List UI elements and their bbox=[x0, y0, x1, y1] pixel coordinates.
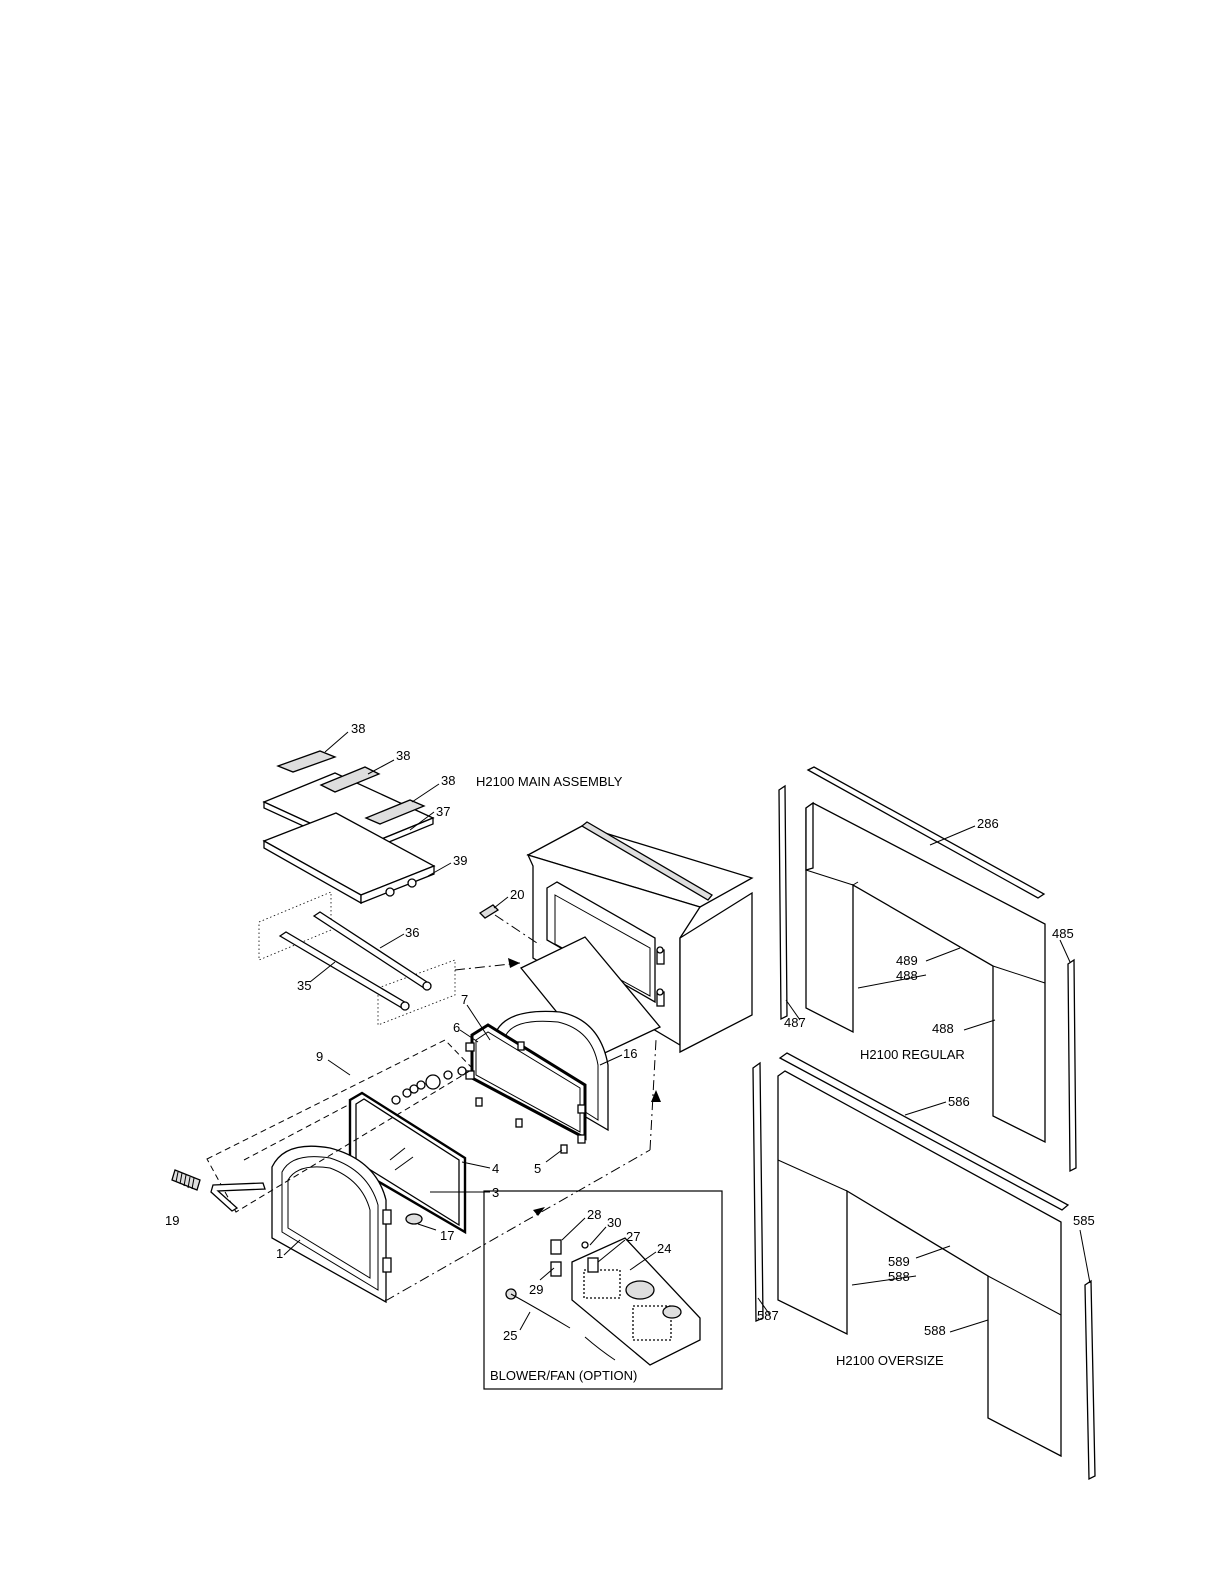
title-blower: BLOWER/FAN (OPTION) bbox=[490, 1368, 637, 1383]
callout-487: 487 bbox=[784, 1015, 806, 1030]
callout-19: 19 bbox=[165, 1213, 179, 1228]
part-19-spring bbox=[172, 1170, 200, 1190]
callout-25: 25 bbox=[503, 1328, 517, 1343]
callout-29: 29 bbox=[529, 1282, 543, 1297]
callout-5: 5 bbox=[534, 1161, 541, 1176]
callout-585: 585 bbox=[1073, 1213, 1095, 1228]
callout-38: 38 bbox=[396, 748, 410, 763]
callout-589: 589 bbox=[888, 1254, 910, 1269]
blower-fan-24 bbox=[572, 1238, 700, 1365]
callout-39: 39 bbox=[453, 853, 467, 868]
callout-36: 36 bbox=[405, 925, 419, 940]
callout-488: 488 bbox=[896, 968, 918, 983]
callout-3: 3 bbox=[492, 1185, 499, 1200]
callout-17: 17 bbox=[440, 1228, 454, 1243]
callout-7: 7 bbox=[461, 992, 468, 1007]
callout-30: 30 bbox=[607, 1215, 621, 1230]
callout-489: 489 bbox=[896, 953, 918, 968]
callout-6: 6 bbox=[453, 1020, 460, 1035]
title-regular: H2100 REGULAR bbox=[860, 1047, 965, 1062]
callout-38: 38 bbox=[441, 773, 455, 788]
callout-35: 35 bbox=[297, 978, 311, 993]
callout-38: 38 bbox=[351, 721, 365, 736]
callout-4: 4 bbox=[492, 1161, 499, 1176]
arrow-head bbox=[533, 1207, 545, 1216]
secondary-air-tube-35 bbox=[280, 932, 409, 1010]
callout-485: 485 bbox=[1052, 926, 1074, 941]
callout-20: 20 bbox=[510, 887, 524, 902]
callout-588: 588 bbox=[924, 1323, 946, 1338]
callout-586: 586 bbox=[948, 1094, 970, 1109]
title-oversize: H2100 OVERSIZE bbox=[836, 1353, 944, 1368]
tube-support-outline bbox=[259, 892, 455, 1025]
callout-24: 24 bbox=[657, 1241, 671, 1256]
callout-286: 286 bbox=[977, 816, 999, 831]
callout-27: 27 bbox=[626, 1229, 640, 1244]
callout-37: 37 bbox=[436, 804, 450, 819]
secondary-air-tube-36 bbox=[314, 912, 431, 990]
callout-588: 588 bbox=[888, 1269, 910, 1284]
arrow-head bbox=[508, 958, 520, 968]
callout-9: 9 bbox=[316, 1049, 323, 1064]
callout-28: 28 bbox=[587, 1207, 601, 1222]
callout-1: 1 bbox=[276, 1246, 283, 1261]
title-main-assembly: H2100 MAIN ASSEMBLY bbox=[476, 774, 623, 789]
callout-488: 488 bbox=[932, 1021, 954, 1036]
callout-587: 587 bbox=[757, 1308, 779, 1323]
part-17-knob bbox=[406, 1214, 422, 1224]
baffle-board-38-top bbox=[278, 751, 335, 772]
callout-16: 16 bbox=[623, 1046, 637, 1061]
